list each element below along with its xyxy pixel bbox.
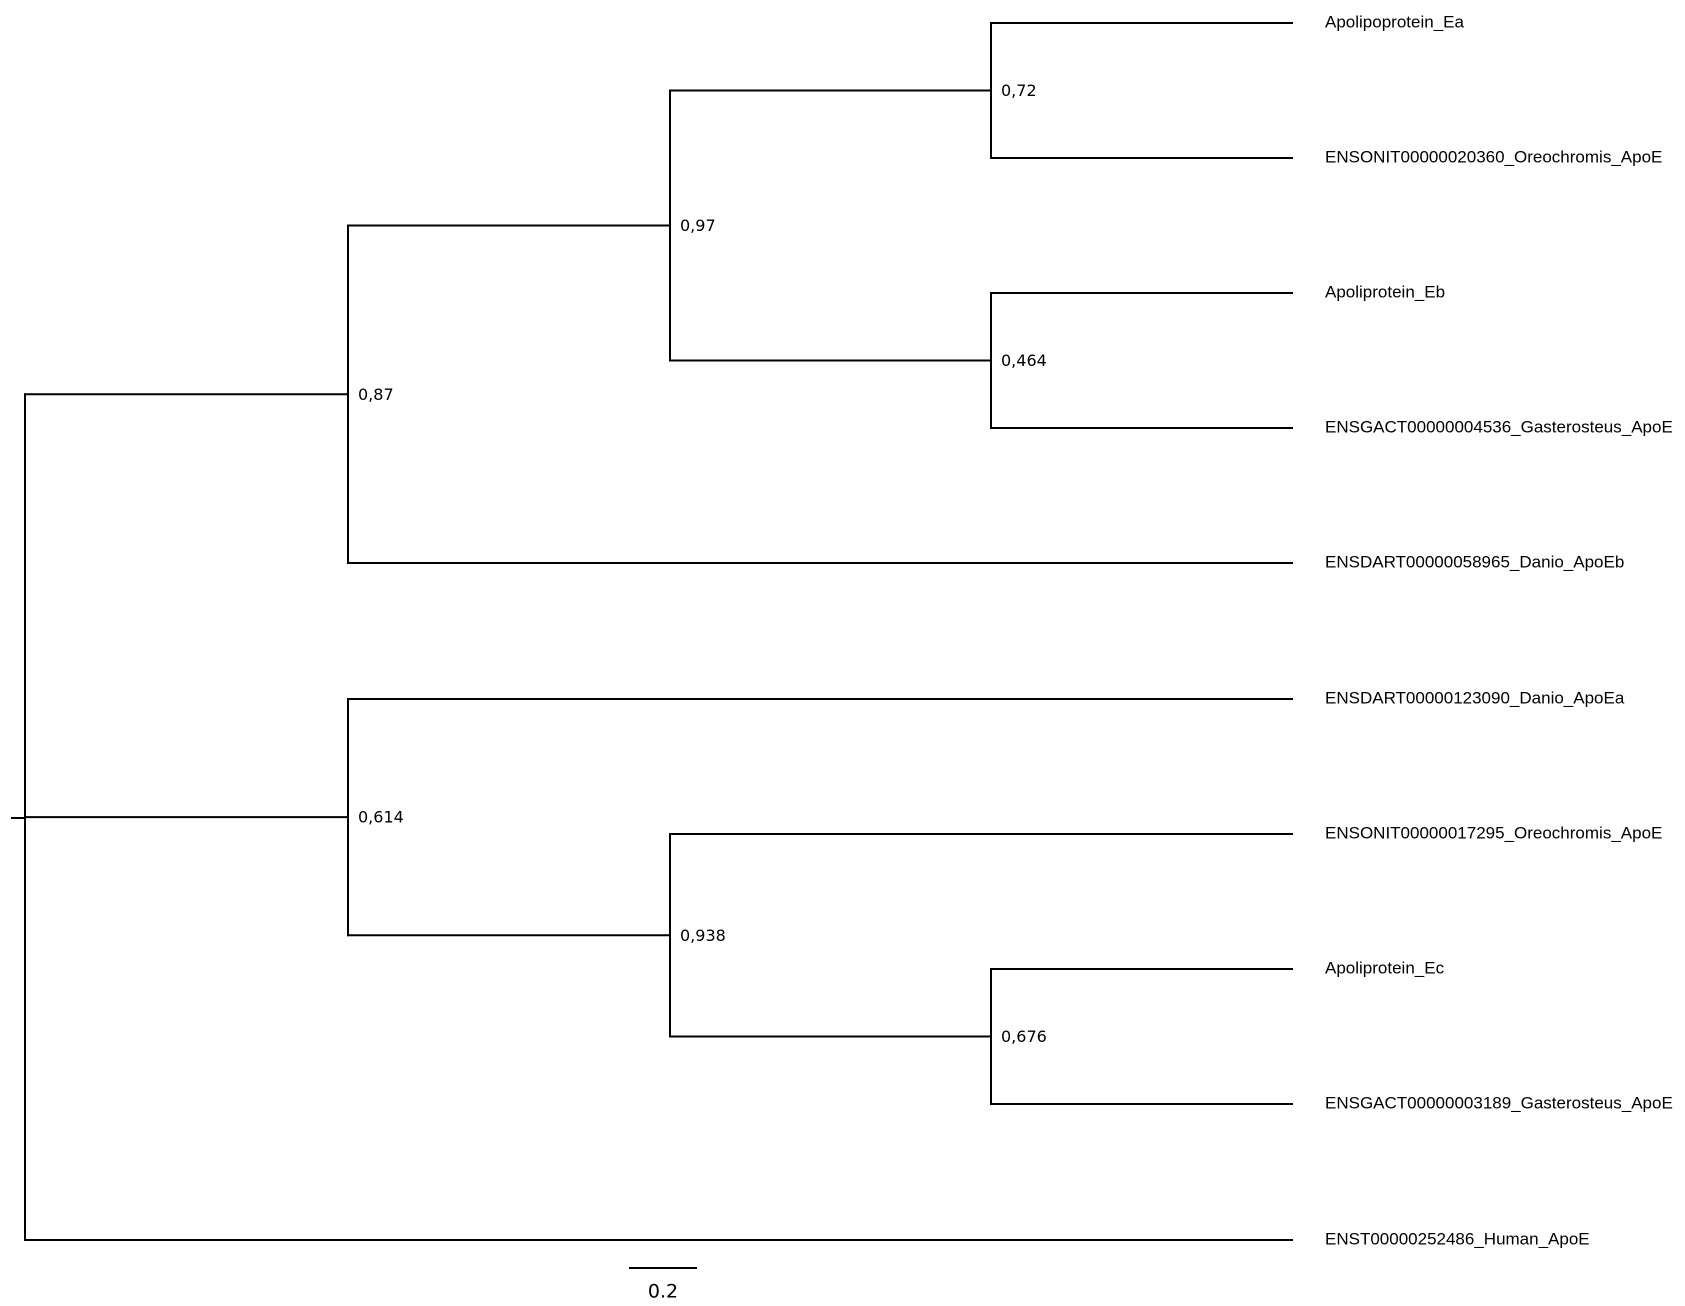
leaf-label-gast3189: ENSGACT00000003189_Gasterosteus_ApoE xyxy=(1325,1093,1673,1112)
leaf-label-apoec: Apoliprotein_Ec xyxy=(1325,958,1445,977)
leaf-label-apoea: Apolipoprotein_Ea xyxy=(1325,12,1464,31)
support-value-n097: 0,97 xyxy=(680,216,716,235)
leaf-label-apoeb: Apoliprotein_Eb xyxy=(1325,282,1445,301)
leaf-label-danio58965: ENSDART00000058965_Danio_ApoEb xyxy=(1325,552,1624,571)
support-value-n072: 0,72 xyxy=(1001,81,1037,100)
support-value-n0676: 0,676 xyxy=(1001,1027,1047,1046)
support-value-n0614: 0,614 xyxy=(358,808,404,827)
scale-bar-label: 0.2 xyxy=(648,1281,678,1303)
support-value-n0938: 0,938 xyxy=(680,926,726,945)
leaf-label-gast4536: ENSGACT00000004536_Gasterosteus_ApoE xyxy=(1325,417,1673,436)
leaf-label-oreo17295: ENSONIT00000017295_Oreochromis_ApoE xyxy=(1325,823,1662,842)
leaf-label-danio123090: ENSDART00000123090_Danio_ApoEa xyxy=(1325,688,1625,707)
support-value-n0464: 0,464 xyxy=(1001,351,1047,370)
support-value-n087: 0,87 xyxy=(358,385,394,404)
leaf-label-human: ENST00000252486_Human_ApoE xyxy=(1325,1229,1590,1248)
leaf-label-oreo20360: ENSONIT00000020360_Oreochromis_ApoE xyxy=(1325,147,1662,166)
